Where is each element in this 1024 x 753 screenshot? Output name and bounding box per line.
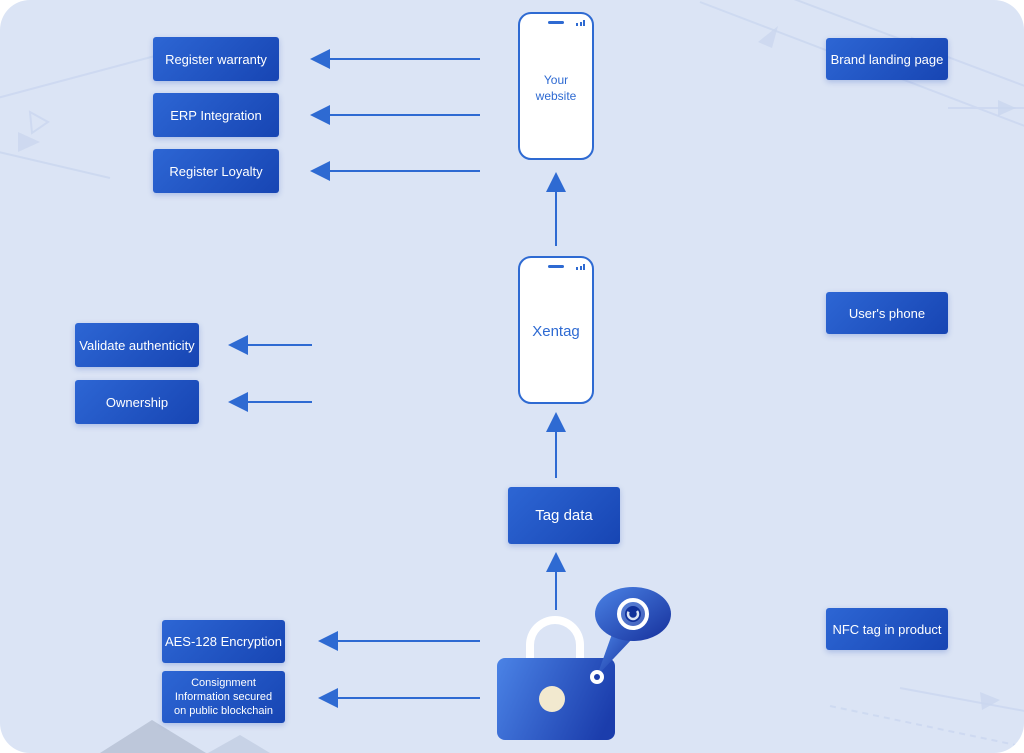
node-nfc-tag-in-product: NFC tag in product	[826, 608, 948, 650]
node-users-phone: User's phone	[826, 292, 948, 334]
node-label: User's phone	[848, 305, 926, 321]
node-tag-data: Tag data	[508, 487, 620, 544]
node-consignment-blockchain: Consignment Information secured on publi…	[162, 671, 285, 723]
node-label: Brand landing page	[830, 51, 944, 67]
phone-speaker-icon	[548, 21, 564, 24]
node-label: Tag data	[535, 507, 593, 524]
nfc-tag-callout-icon	[590, 587, 671, 684]
node-register-warranty: Register warranty	[153, 37, 279, 81]
phone-your-website: Your website	[518, 12, 594, 160]
phone-label: Your website	[535, 73, 577, 104]
node-label: ERP Integration	[170, 107, 262, 123]
node-validate-authenticity: Validate authenticity	[75, 323, 199, 367]
padlock-keyhole	[539, 686, 565, 712]
phone-xentag: Xentag	[518, 256, 594, 404]
node-label: Consignment Information secured on publi…	[173, 676, 274, 718]
node-label: NFC tag in product	[832, 621, 942, 637]
phone-signal-icon	[576, 20, 585, 26]
padlock-shackle	[526, 616, 584, 668]
phone-speaker-icon	[548, 265, 564, 268]
node-label: Ownership	[105, 394, 169, 410]
node-label: Register warranty	[165, 51, 267, 67]
phone-label: Xentag	[532, 323, 580, 340]
node-register-loyalty: Register Loyalty	[153, 149, 279, 193]
node-aes-encryption: AES-128 Encryption	[162, 620, 285, 663]
node-brand-landing-page: Brand landing page	[826, 38, 948, 80]
node-erp-integration: ERP Integration	[153, 93, 279, 137]
node-label: Register Loyalty	[169, 163, 263, 179]
node-ownership: Ownership	[75, 380, 199, 424]
node-label: Validate authenticity	[79, 337, 195, 353]
node-label: AES-128 Encryption	[164, 634, 283, 649]
phone-signal-icon	[576, 264, 585, 270]
